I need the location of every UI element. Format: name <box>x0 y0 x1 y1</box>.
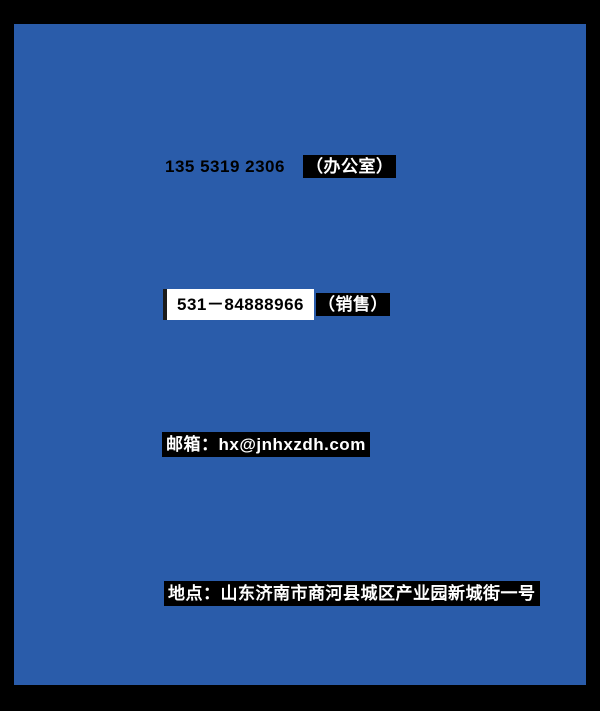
office-phone-label: （办公室） <box>302 155 397 178</box>
email-line: 邮箱：hx@jnhxzdh.com <box>162 432 370 458</box>
office-phone-line: 135 5319 2306 （办公室） <box>165 155 397 178</box>
address-line: 地点：山东济南市商河县城区产业园新城街一号 <box>164 581 540 607</box>
content-panel: 135 5319 2306 （办公室） 531－84888966（销售） 邮箱：h… <box>14 24 586 685</box>
sales-phone-line: 531－84888966（销售） <box>163 289 391 321</box>
sales-phone-number: 531－84888966 <box>163 289 315 321</box>
sales-phone-label: （销售） <box>316 293 391 316</box>
office-phone-number: 135 5319 2306 <box>165 157 285 176</box>
